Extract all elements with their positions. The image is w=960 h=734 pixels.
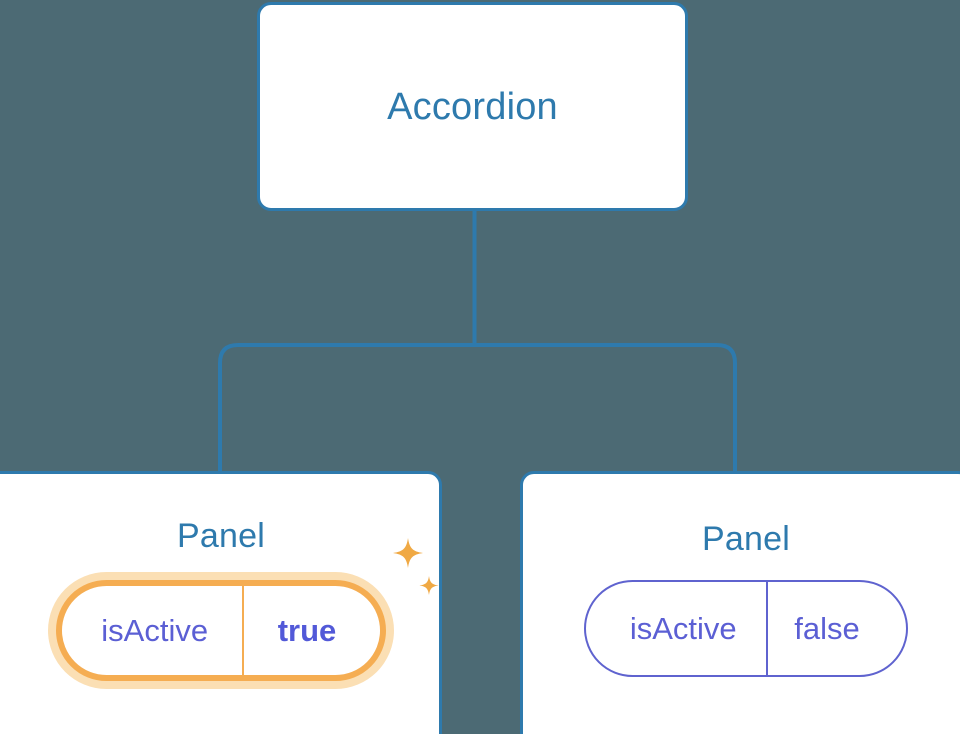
prop-key-isactive: isActive (629, 611, 737, 646)
node-panel-inactive[interactable]: Panel isActive false (520, 471, 960, 734)
node-panel-active-title: Panel (177, 517, 265, 555)
prop-pill-isactive-false[interactable]: isActive false (584, 580, 908, 677)
node-panel-active-body: Panel isActive true (3, 474, 439, 734)
node-panel-inactive-body: Panel isActive false (523, 474, 960, 734)
prop-pill-divider (241, 586, 244, 675)
node-accordion-title: Accordion (387, 85, 558, 128)
node-panel-active-title-wrap: Panel (3, 519, 439, 553)
prop-pill-divider (766, 582, 769, 675)
connector-branch-left (218, 343, 475, 473)
node-panel-inactive-title: Panel (702, 520, 790, 558)
node-panel-inactive-title-wrap: Panel (523, 522, 960, 556)
prop-pill-inactive-wrap: isActive false (523, 580, 960, 677)
prop-key-isactive: isActive (101, 613, 209, 648)
node-accordion[interactable]: Accordion (257, 2, 688, 211)
prop-pill-isactive-true[interactable]: isActive true (55, 580, 387, 681)
prop-value-true: true (277, 613, 337, 648)
prop-pill-active-wrap: isActive true (3, 580, 439, 681)
prop-value-false: false (794, 611, 860, 646)
connector-branch-right (474, 343, 737, 473)
node-panel-active[interactable]: Panel isActive true (0, 471, 442, 734)
